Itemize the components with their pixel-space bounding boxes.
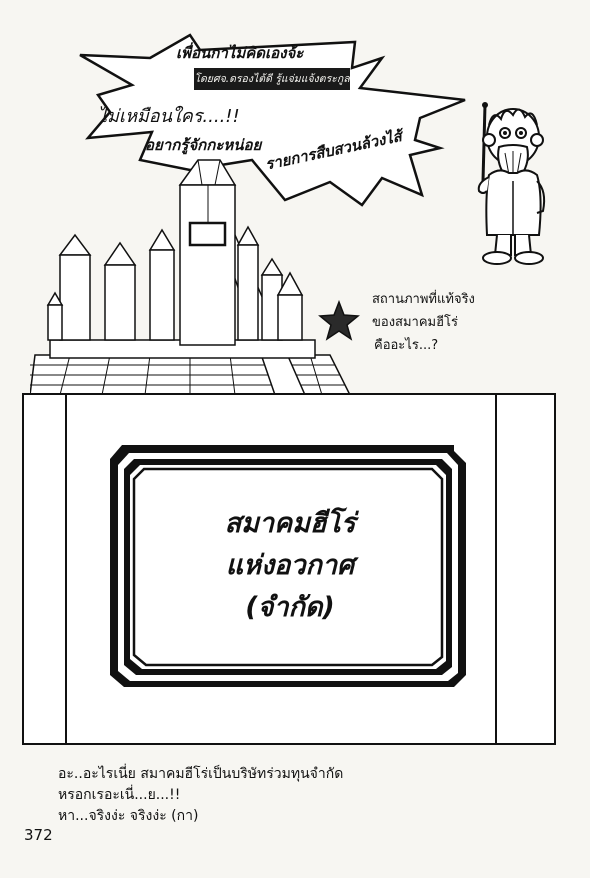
byline-label: โดยศจ.ดรองไต้ดี รู้แจ่มแจ้งตระกูล — [194, 68, 350, 90]
caption: อะ..อะไรเนี่ย สมาคมฮีโร่เป็นบริษัทร่วมทุ… — [58, 764, 538, 827]
sign-line: (จำกัด) — [245, 592, 335, 623]
not-like-anyone-text: ไม่เหมือนใคร....!! — [98, 106, 240, 127]
sign-title: สมาคมฮีโร่ แห่งอวกาศ (จำกัด) — [150, 503, 430, 629]
sign-line: สมาคมฮีโร่ — [224, 508, 356, 539]
sign-line: แห่งอวกาศ — [225, 550, 355, 581]
friend-line: เพื่อนกาไม่คิดเองจ้ะ — [176, 44, 304, 62]
status-line: คืออะไร...? — [374, 338, 439, 353]
star-icon — [318, 300, 360, 341]
castle-illustration — [30, 159, 352, 396]
status-line: ของสมาคมฮีโร่ — [372, 315, 459, 330]
caption-line: หรอกเรอะเนี่...ย...!! — [58, 787, 181, 803]
professor-illustration — [477, 102, 546, 265]
status-question: สถานภาพที่แท้จริง ของสมาคมฮีโร่ คืออะไร.… — [372, 288, 475, 357]
page-number: 372 — [24, 826, 53, 844]
caption-line: หา...จริงง่ะ จริงง่ะ (กา) — [58, 808, 199, 824]
want-to-know-text: อยากรู้จักกะหน่อย — [145, 136, 262, 154]
status-line: สถานภาพที่แท้จริง — [372, 292, 475, 307]
signboard — [22, 393, 556, 745]
caption-line: อะ..อะไรเนี่ย สมาคมฮีโร่เป็นบริษัทร่วมทุ… — [58, 766, 344, 782]
